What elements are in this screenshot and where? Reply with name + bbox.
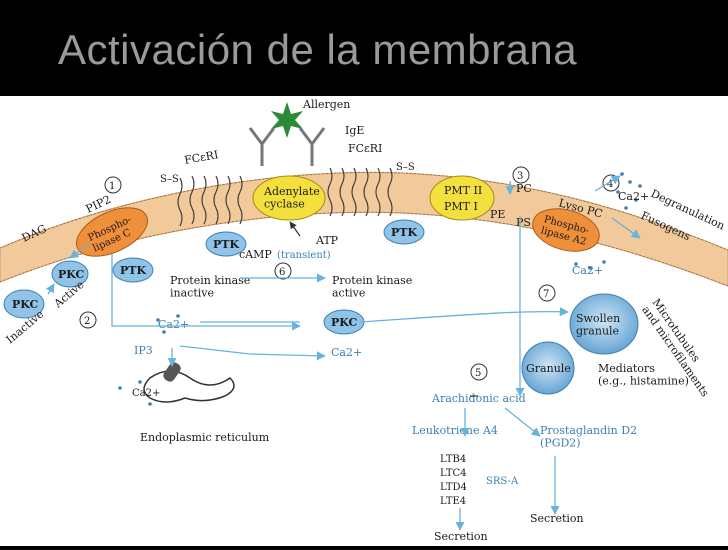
granule-label: Granule (526, 362, 571, 375)
diagram-canvas: Allergen IgE FCεRI FCεRI S–S S–S 1 2 3 4… (0, 96, 728, 546)
srsa-label: SRS-A (486, 476, 519, 487)
mediators-label: Mediators(e.g., histamine) (598, 362, 689, 388)
secretion-left-label: Secretion (434, 530, 488, 543)
ptk-label-1: PTK (120, 264, 146, 277)
pc-label: PC (516, 182, 532, 195)
ptk-node-3 (383, 219, 425, 245)
ptk-node-2 (205, 231, 247, 257)
phospholipase-a2-enzyme (532, 208, 600, 252)
transient-label: (transient) (277, 250, 331, 261)
ptk-label-3: PTK (391, 226, 417, 239)
ps-label: PS (516, 216, 531, 229)
ptk-node-1 (112, 257, 154, 283)
mast-cell-diagram: Allergen IgE FCεRI FCεRI S–S S–S 1 2 3 4… (0, 98, 728, 543)
atp-label: ATP (315, 234, 339, 247)
step-5: 5 (475, 368, 481, 379)
pe-label: PE (490, 208, 505, 221)
pmt1-label: PMT I (444, 200, 478, 213)
ca2-mid-label: Ca2+ (331, 346, 362, 359)
er-label: Endoplasmic reticulum (140, 431, 270, 444)
endoplasmic-reticulum (143, 370, 235, 403)
ca2-top-label: Ca2+ (618, 190, 649, 203)
step-4: 4 (607, 179, 613, 190)
step-markers (79, 166, 620, 381)
ltb4-label: LTB4 (440, 454, 466, 465)
ca2-fusogens-label: Ca2+ (572, 264, 603, 277)
ige-antibody-icon (248, 127, 326, 166)
phospholipase-c-enzyme (76, 207, 148, 257)
ltd4-label: LTD4 (440, 482, 467, 493)
ltc4-label: LTC4 (440, 468, 467, 479)
pkc-mid-label: PKC (331, 316, 358, 329)
secretion-right-label: Secretion (530, 512, 584, 525)
ca2-er-label: Ca2+ (132, 388, 160, 399)
prostaglandin-label: Prostaglandin D2(PGD2) (540, 424, 637, 450)
slide-title: Activación de la membrana (58, 26, 578, 73)
fceri-right-label: FCεRI (348, 142, 382, 155)
camp-label: cAMP (239, 248, 272, 261)
allergen-star-icon (271, 102, 303, 138)
fceri-left-label: FCεRI (183, 148, 219, 167)
ptk-label-2: PTK (213, 238, 239, 251)
pathway-arrows (45, 175, 641, 531)
step-7: 7 (543, 289, 549, 300)
ca2-er-top-label: Ca2+ (158, 318, 189, 331)
ss-right-label: S–S (396, 162, 415, 173)
pkc-inactive-label: PKC (12, 298, 39, 311)
ss-left-label: S–S (160, 174, 179, 185)
leukotriene-label: Leukotriene A4 (412, 424, 498, 437)
step-2: 2 (84, 316, 90, 327)
step-3: 3 (517, 171, 523, 182)
swollen-granule (569, 293, 639, 355)
lte4-label: LTE4 (440, 496, 466, 507)
granule (521, 341, 575, 395)
ca-dots-icon (118, 172, 642, 406)
title-bar: Activación de la membrana (0, 0, 728, 96)
pkc-active-label: PKC (58, 268, 85, 281)
step-6: 6 (279, 267, 285, 278)
ip3-label: IP3 (134, 344, 153, 357)
pkc-inactive-node (3, 289, 45, 319)
step-1: 1 (109, 181, 115, 192)
allergen-label: Allergen (302, 98, 350, 111)
ige-label: IgE (345, 124, 364, 137)
pmt-enzyme (429, 175, 495, 221)
arachidonic-label: Arachidonic acid (431, 392, 526, 405)
receptor-coils (177, 167, 393, 227)
adenylate-cyclase-enzyme (252, 175, 326, 221)
pmt2-label: PMT II (444, 184, 482, 197)
pkc-active-node (51, 260, 89, 288)
ip3-receptor-channel (163, 362, 181, 382)
